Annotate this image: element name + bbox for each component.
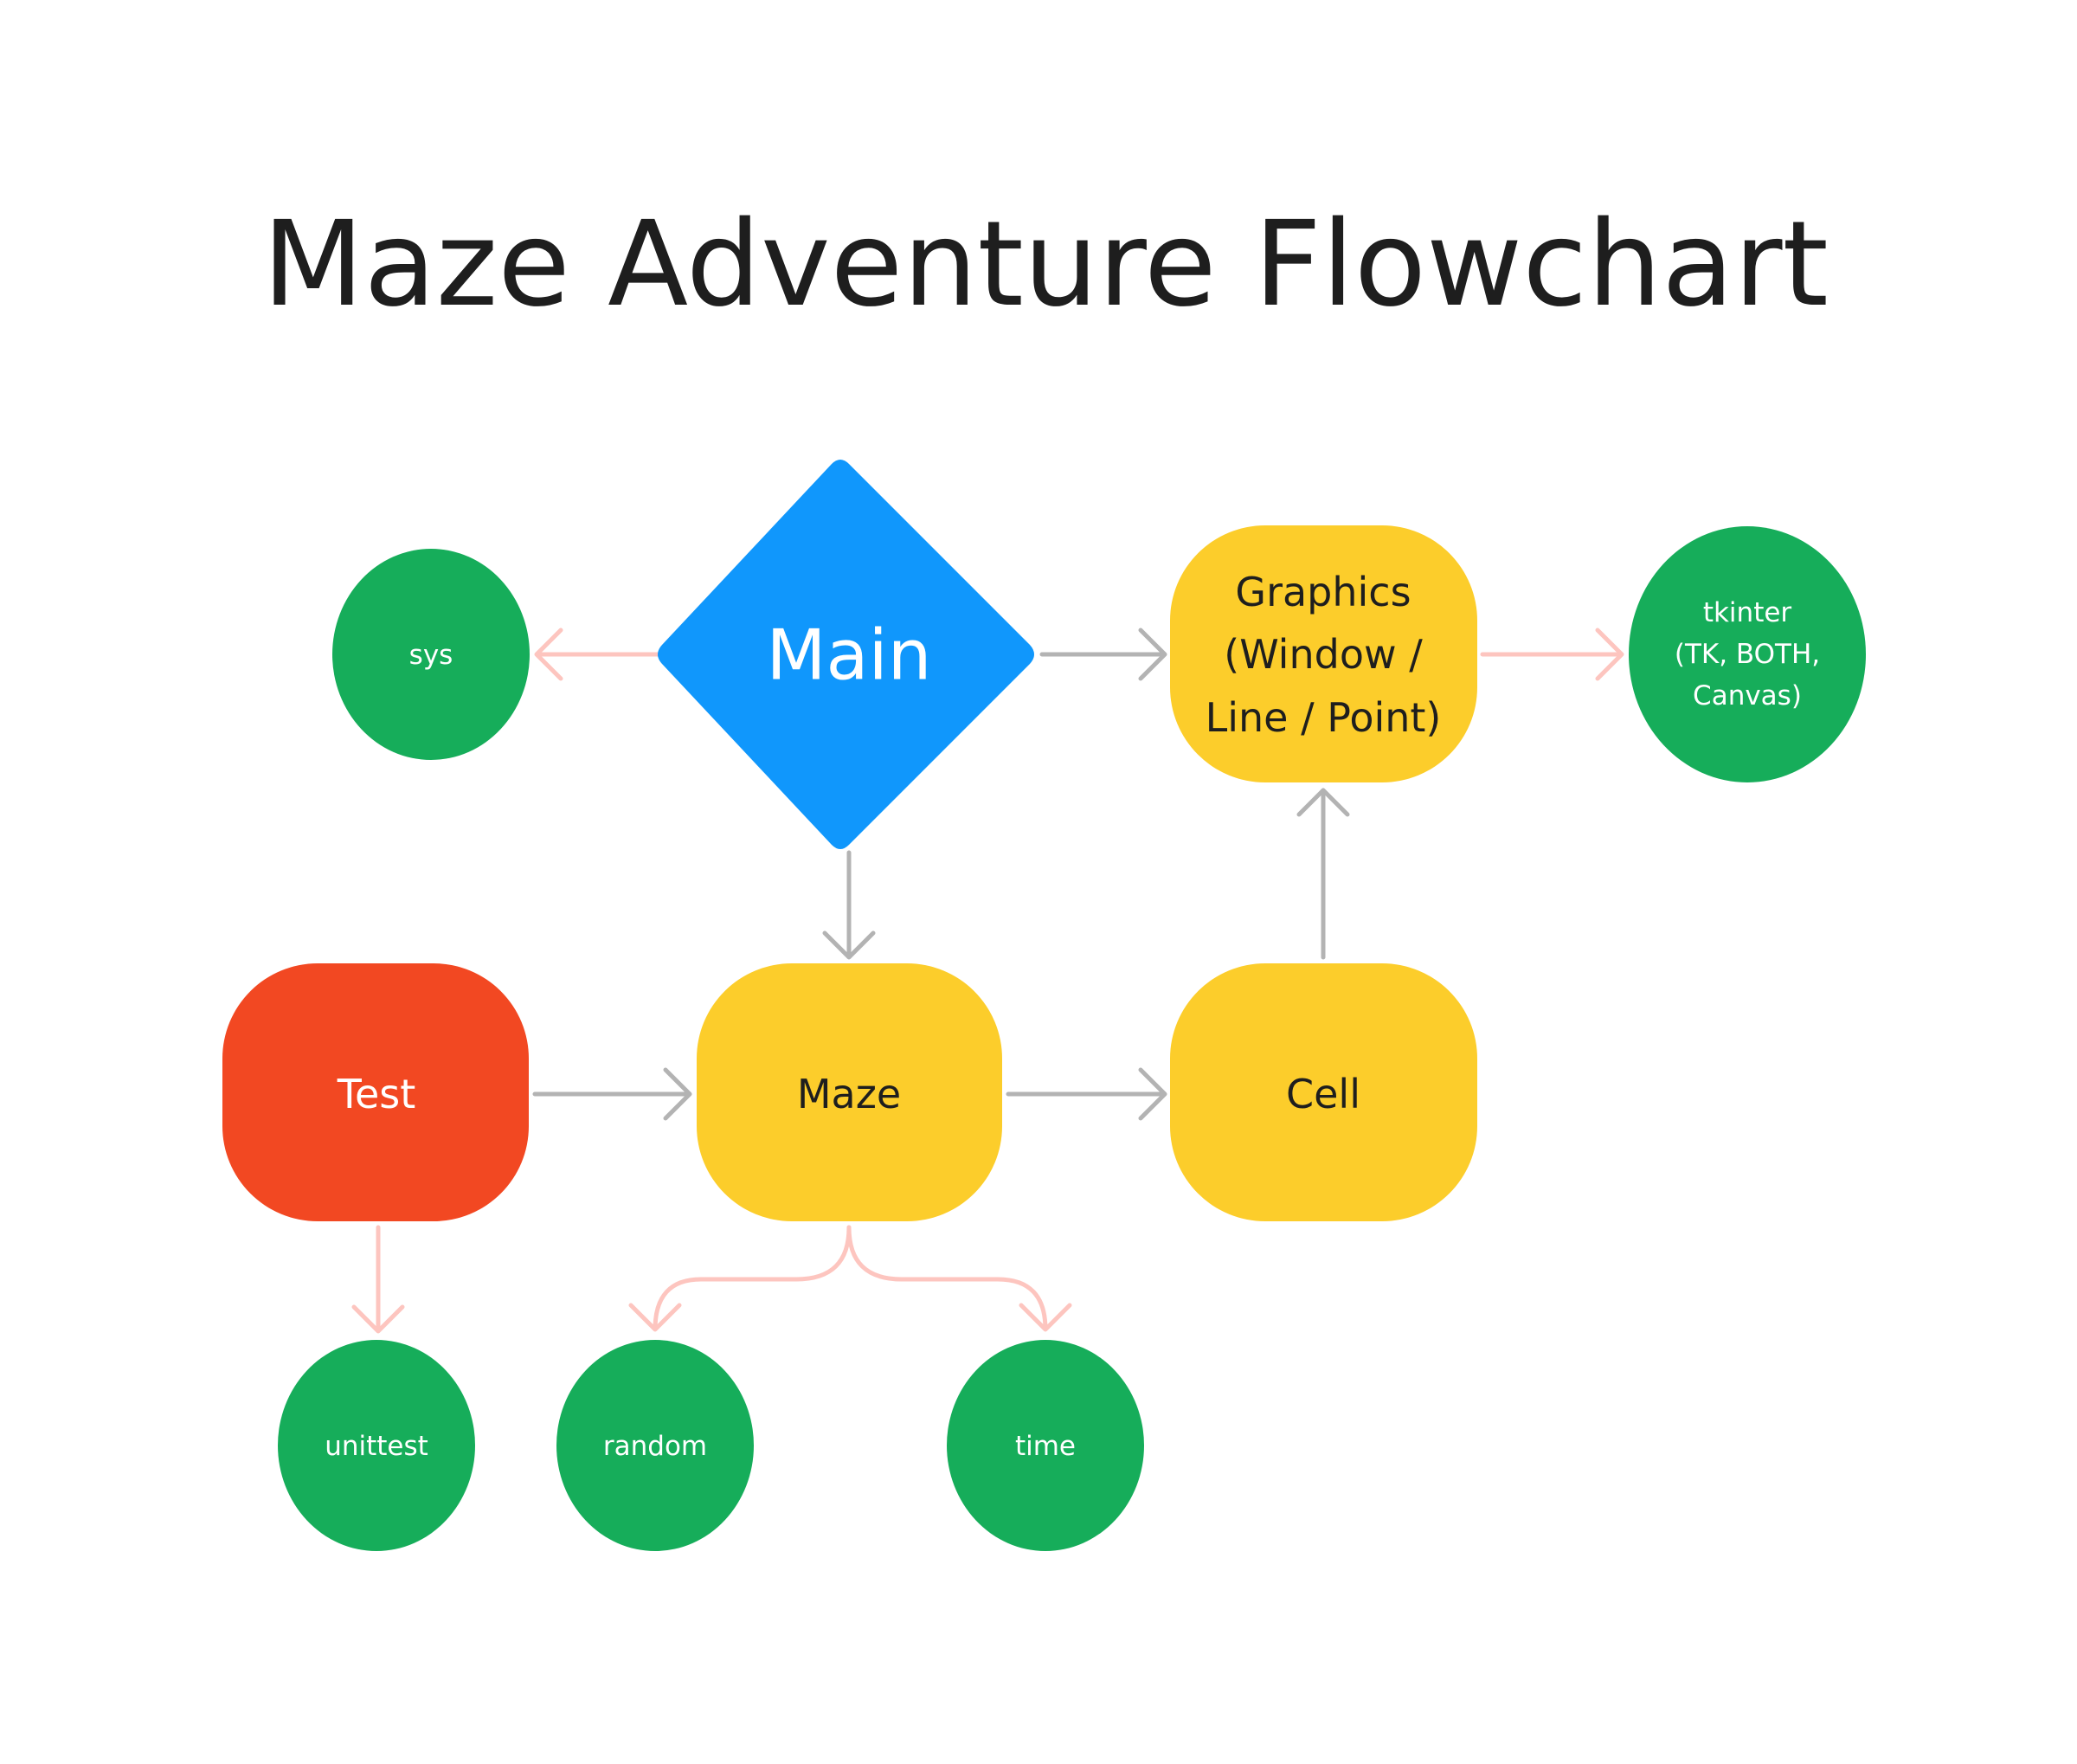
graphics-label-line-1: Graphics (1235, 569, 1411, 615)
node-main[interactable]: Main (658, 460, 1034, 849)
edge-main-to-maze (822, 850, 876, 960)
edge-maze-to-time (846, 1225, 1072, 1332)
cell-label: Cell (1286, 1071, 1360, 1117)
unittest-shape (278, 1340, 475, 1551)
test-shape (222, 963, 529, 1221)
edge-main-to-graphics (1039, 628, 1167, 681)
graphics-label-line-2: (Window / (1224, 631, 1423, 678)
maze-shape (697, 963, 1002, 1221)
tkinter-shape (1629, 526, 1866, 782)
edge-maze-to-random (628, 1225, 852, 1332)
node-random[interactable]: random (556, 1340, 754, 1551)
node-graphics[interactable]: Graphics (Window / Line / Point) (1170, 525, 1477, 782)
random-shape (556, 1340, 754, 1551)
time-shape (947, 1340, 1144, 1551)
node-cell[interactable]: Cell (1170, 963, 1477, 1221)
tkinter-label-line-3: Canvas) (1693, 680, 1802, 711)
node-maze[interactable]: Maze (697, 963, 1002, 1221)
edge-test-to-maze (532, 1067, 692, 1121)
node-layer: Main Graphics (Window / Line / Point) Ma… (222, 460, 1866, 1551)
time-label: time (1015, 1431, 1076, 1462)
main-diamond-shape (658, 460, 1034, 849)
node-sys[interactable]: sys (332, 549, 530, 760)
edge-graphics-to-tkinter (1480, 628, 1624, 681)
node-test[interactable]: Test (222, 963, 529, 1221)
random-label: random (603, 1431, 707, 1462)
tkinter-label-line-2: (TK, BOTH, (1675, 639, 1820, 670)
edge-layer (351, 628, 1624, 1334)
diagram-title: Maze Adventure Flowchart (262, 196, 1829, 333)
unittest-label: unittest (325, 1431, 428, 1462)
test-label: Test (337, 1071, 416, 1117)
sys-shape (332, 549, 530, 760)
graphics-label-line-3: Line / Point) (1206, 694, 1442, 741)
tkinter-label-line-1: tkinter (1703, 597, 1792, 628)
main-label: Main (767, 615, 932, 696)
node-unittest[interactable]: unittest (278, 1340, 475, 1551)
cell-shape (1170, 963, 1477, 1221)
edge-cell-to-graphics (1296, 788, 1350, 960)
edge-main-to-sys (534, 628, 662, 681)
sys-label: sys (409, 640, 453, 671)
maze-label: Maze (797, 1071, 901, 1117)
node-tkinter[interactable]: tkinter (TK, BOTH, Canvas) (1629, 526, 1866, 782)
edge-maze-to-cell (1006, 1067, 1167, 1121)
graphics-shape (1170, 525, 1477, 782)
edge-test-to-unittest (351, 1225, 405, 1334)
node-time[interactable]: time (947, 1340, 1144, 1551)
